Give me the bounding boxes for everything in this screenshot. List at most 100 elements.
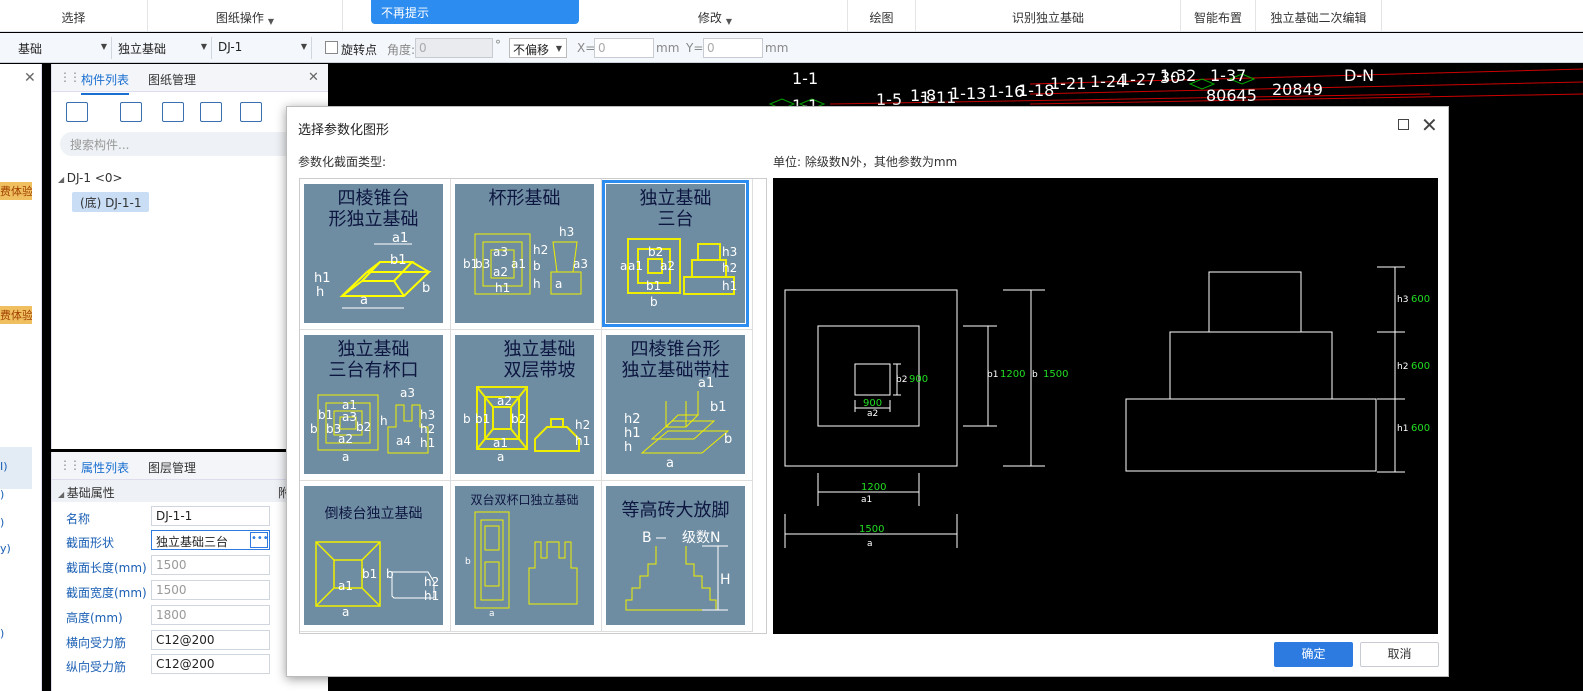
property-name: 高度(mm) xyxy=(66,611,123,625)
trial-badge[interactable]: 费体验 xyxy=(0,306,32,324)
close-icon[interactable]: ✕ xyxy=(24,70,36,86)
rotate-point-checkbox[interactable] xyxy=(325,41,338,54)
chevron-down-icon: ▼ xyxy=(267,17,275,26)
component-search-input[interactable]: 搜索构件... xyxy=(60,132,300,156)
cancel-button[interactable]: 取消 xyxy=(1360,642,1439,667)
x-label: X= xyxy=(577,41,596,55)
toast-label: 不再提示 xyxy=(381,6,430,20)
left-nav-strip: ✕ 费体验 费体验 I) ) ) y) ) xyxy=(0,64,42,691)
thumb-label: b xyxy=(533,259,541,273)
thumb-label: h xyxy=(624,440,632,455)
close-icon[interactable]: ✕ xyxy=(1421,113,1438,137)
property-group-header[interactable]: ◢ 基础属性附 xyxy=(52,480,328,502)
property-value-input[interactable]: C12@200 xyxy=(151,630,270,650)
tree-root[interactable]: ◢ DJ-1 <0> xyxy=(58,171,123,185)
property-value: 1500 xyxy=(156,558,187,572)
property-tabs: ⋮⋮ 属性列表 图层管理 xyxy=(52,452,328,483)
tab-component-list[interactable]: 构件列表 xyxy=(81,73,130,95)
cad-label: 1-18 xyxy=(1018,81,1055,100)
ellipsis-button[interactable]: ••• xyxy=(250,532,269,548)
cad-label: 1-16 xyxy=(988,82,1025,101)
thumb-label: b1 xyxy=(463,257,478,271)
copy-icon[interactable] xyxy=(120,102,142,122)
nav-text: I) xyxy=(0,460,8,473)
layer-copy-icon[interactable] xyxy=(200,102,222,122)
ok-button[interactable]: 确定 xyxy=(1274,642,1353,667)
angle-input[interactable]: 0 xyxy=(415,38,493,58)
trial-badge[interactable]: 费体验 xyxy=(0,182,32,200)
chevron-down-icon: ▼ xyxy=(100,42,107,51)
thumb-label: a1 xyxy=(511,257,526,271)
degree-label: ° xyxy=(495,38,501,52)
thumb-label: a1 xyxy=(338,579,353,593)
y-input[interactable]: 0 xyxy=(703,38,763,58)
thumb-label: h2 xyxy=(722,261,737,275)
ribbon-group-modify[interactable]: 修改▼ xyxy=(343,0,848,32)
ribbon-group-select[interactable]: 选择 xyxy=(0,0,148,32)
thumb-label: a3 xyxy=(493,245,508,259)
x-input[interactable]: 0 xyxy=(594,38,654,58)
angle-label: 角度: xyxy=(387,43,416,57)
ribbon-group-label: 选择 xyxy=(61,11,86,25)
preview-value: 600 xyxy=(1411,294,1430,305)
cad-label: 1-37 xyxy=(1210,66,1247,85)
nav-highlight[interactable] xyxy=(0,447,32,489)
combo-category[interactable]: 基础 ▼ xyxy=(0,37,112,59)
grip-icon[interactable]: ⋮⋮ xyxy=(59,70,81,84)
offset-select[interactable]: 不偏移▼ xyxy=(509,38,567,58)
thumb-label: b2 xyxy=(356,420,371,434)
ribbon-group-label: 独立基础二次编辑 xyxy=(1270,11,1367,25)
tab-layer-manage[interactable]: 图层管理 xyxy=(148,461,197,475)
thumb-label: b1 xyxy=(390,253,407,268)
property-name: 纵向受力筋 xyxy=(66,660,127,674)
x-value: 0 xyxy=(598,41,606,55)
ribbon-group-draw[interactable]: 绘图 xyxy=(848,0,916,32)
ribbon-group-recognize[interactable]: 识别独立基础 xyxy=(916,0,1181,32)
thumb-label: h xyxy=(533,277,541,291)
combo-value: 基础 xyxy=(18,42,43,56)
property-value: C12@200 xyxy=(156,633,215,647)
preview-label: a2 xyxy=(867,409,878,419)
combo-type[interactable]: 独立基础▼ xyxy=(114,37,212,59)
tab-drawing-manage[interactable]: 图纸管理 xyxy=(148,73,197,87)
ribbon-group-drawing-ops[interactable]: 图纸操作▼ xyxy=(148,0,343,32)
delete-icon[interactable] xyxy=(162,102,184,122)
property-value: DJ-1-1 xyxy=(156,509,193,523)
property-value-input[interactable]: C12@200 xyxy=(151,654,270,674)
thumb-diagram: ba xyxy=(465,511,578,619)
save-icon[interactable] xyxy=(240,102,262,122)
close-icon[interactable]: ✕ xyxy=(308,70,319,85)
cad-label: 1-27 xyxy=(1120,70,1157,89)
thumb-label: a4 xyxy=(396,434,411,448)
property-value-input[interactable]: DJ-1-1 xyxy=(151,506,270,526)
ribbon-group-smart-place[interactable]: 智能布置 xyxy=(1181,0,1256,32)
property-value-input[interactable]: 1800 xyxy=(151,605,270,625)
property-value: 1500 xyxy=(156,583,187,597)
property-value-input[interactable]: 独立基础三台••• xyxy=(151,530,270,550)
property-value-input[interactable]: 1500 xyxy=(151,555,270,575)
preview-value: 600 xyxy=(1411,361,1430,372)
ribbon-group-secondary-edit[interactable]: 独立基础二次编辑 xyxy=(1256,0,1382,32)
new-component-icon[interactable] xyxy=(66,102,88,122)
thumb-label: h1 xyxy=(314,271,331,286)
preview-label: a1 xyxy=(861,495,872,505)
property-value-input[interactable]: 1500 xyxy=(151,580,270,600)
maximize-icon[interactable] xyxy=(1398,119,1409,130)
grip-icon[interactable]: ⋮⋮ xyxy=(59,458,81,472)
combo-component[interactable]: DJ-1▼ xyxy=(214,37,312,59)
tree-child-selected[interactable]: (底) DJ-1-1 xyxy=(72,192,150,212)
toast-dont-show[interactable]: 不再提示 xyxy=(371,0,579,24)
thumb-label: h2 xyxy=(533,243,548,257)
tab-property-list[interactable]: 属性列表 xyxy=(81,461,130,483)
